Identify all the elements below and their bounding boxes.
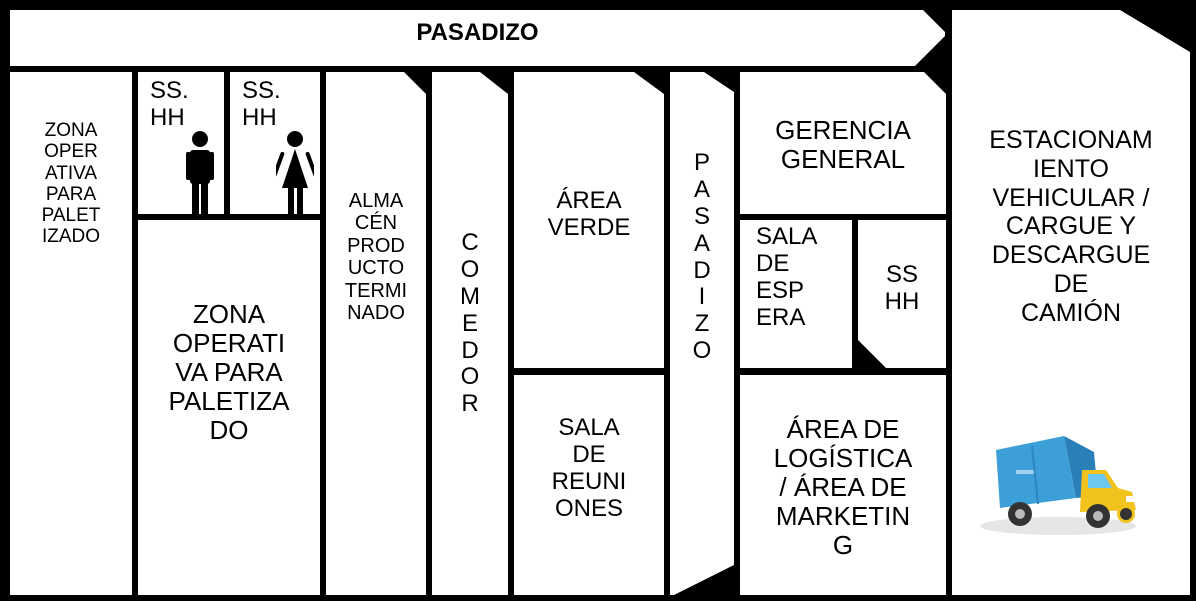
- corner-notch: [924, 72, 946, 94]
- room-label: ZONA OPERATI VA PARA PALETIZA DO: [168, 299, 290, 446]
- man-icon: [186, 131, 214, 214]
- corner-notch: [1120, 10, 1190, 52]
- pasadizo-top-corridor: PASADIZO: [10, 10, 945, 66]
- room-sala-espera: SALA DE ESP ERA: [740, 220, 852, 368]
- corner-notch: [915, 36, 945, 66]
- room-label: ALMA CÉN PROD UCTO TERMI NADO: [344, 190, 408, 324]
- corner-notch: [704, 72, 734, 92]
- room-zona-operativa-small: ZONA OPER ATIVA PARA PALET IZADO: [10, 72, 132, 595]
- corner-notch: [674, 565, 734, 595]
- corner-notch: [480, 72, 508, 94]
- corner-notch: [404, 72, 426, 94]
- room-sshh-men: SS. HH: [138, 72, 224, 214]
- room-label: ESTACIONAM IENTO VEHICULAR / CARGUE Y DE…: [989, 126, 1153, 327]
- room-label: SS. HH: [242, 77, 281, 131]
- corner-notch: [858, 340, 886, 368]
- room-zona-operativa-large: ZONA OPERATI VA PARA PALETIZA DO: [138, 220, 320, 595]
- corner-notch: [634, 72, 664, 94]
- room-label: SALA DE ESP ERA: [756, 223, 818, 331]
- room-area-verde: ÁREA VERDE: [514, 72, 664, 368]
- room-almacen: ALMA CÉN PROD UCTO TERMI NADO: [326, 72, 426, 595]
- room-pasadizo-vertical: P A S A D I Z O: [670, 72, 734, 595]
- room-label: SALA DE REUNI ONES: [551, 414, 627, 522]
- corridor-title: PASADIZO: [416, 19, 539, 46]
- room-sala-reuniones: SALA DE REUNI ONES: [514, 375, 664, 595]
- corner-notch: [923, 10, 945, 32]
- room-label: C O M E D O R: [460, 229, 480, 418]
- room-label: ÁREA VERDE: [547, 187, 631, 241]
- room-label: ZONA OPER ATIVA PARA PALET IZADO: [41, 120, 101, 248]
- delivery-truck-icon: [980, 436, 1136, 535]
- woman-icon: [276, 131, 314, 214]
- room-comedor: C O M E D O R: [432, 72, 508, 595]
- room-label: P A S A D I Z O: [692, 149, 712, 365]
- room-estacionamiento: ESTACIONAM IENTO VEHICULAR / CARGUE Y DE…: [952, 10, 1190, 595]
- room-label: SS HH: [884, 261, 920, 315]
- room-sshh-office: SS HH: [858, 220, 946, 368]
- room-label: GERENCIA GENERAL: [775, 115, 911, 175]
- room-sshh-women: SS. HH: [230, 72, 320, 214]
- room-area-logistica-marketing: ÁREA DE LOGÍSTICA / ÁREA DE MARKETIN G: [740, 375, 946, 595]
- room-label: SS. HH: [150, 77, 189, 131]
- room-label: ÁREA DE LOGÍSTICA / ÁREA DE MARKETIN G: [773, 414, 913, 561]
- room-gerencia-general: GERENCIA GENERAL: [740, 72, 946, 214]
